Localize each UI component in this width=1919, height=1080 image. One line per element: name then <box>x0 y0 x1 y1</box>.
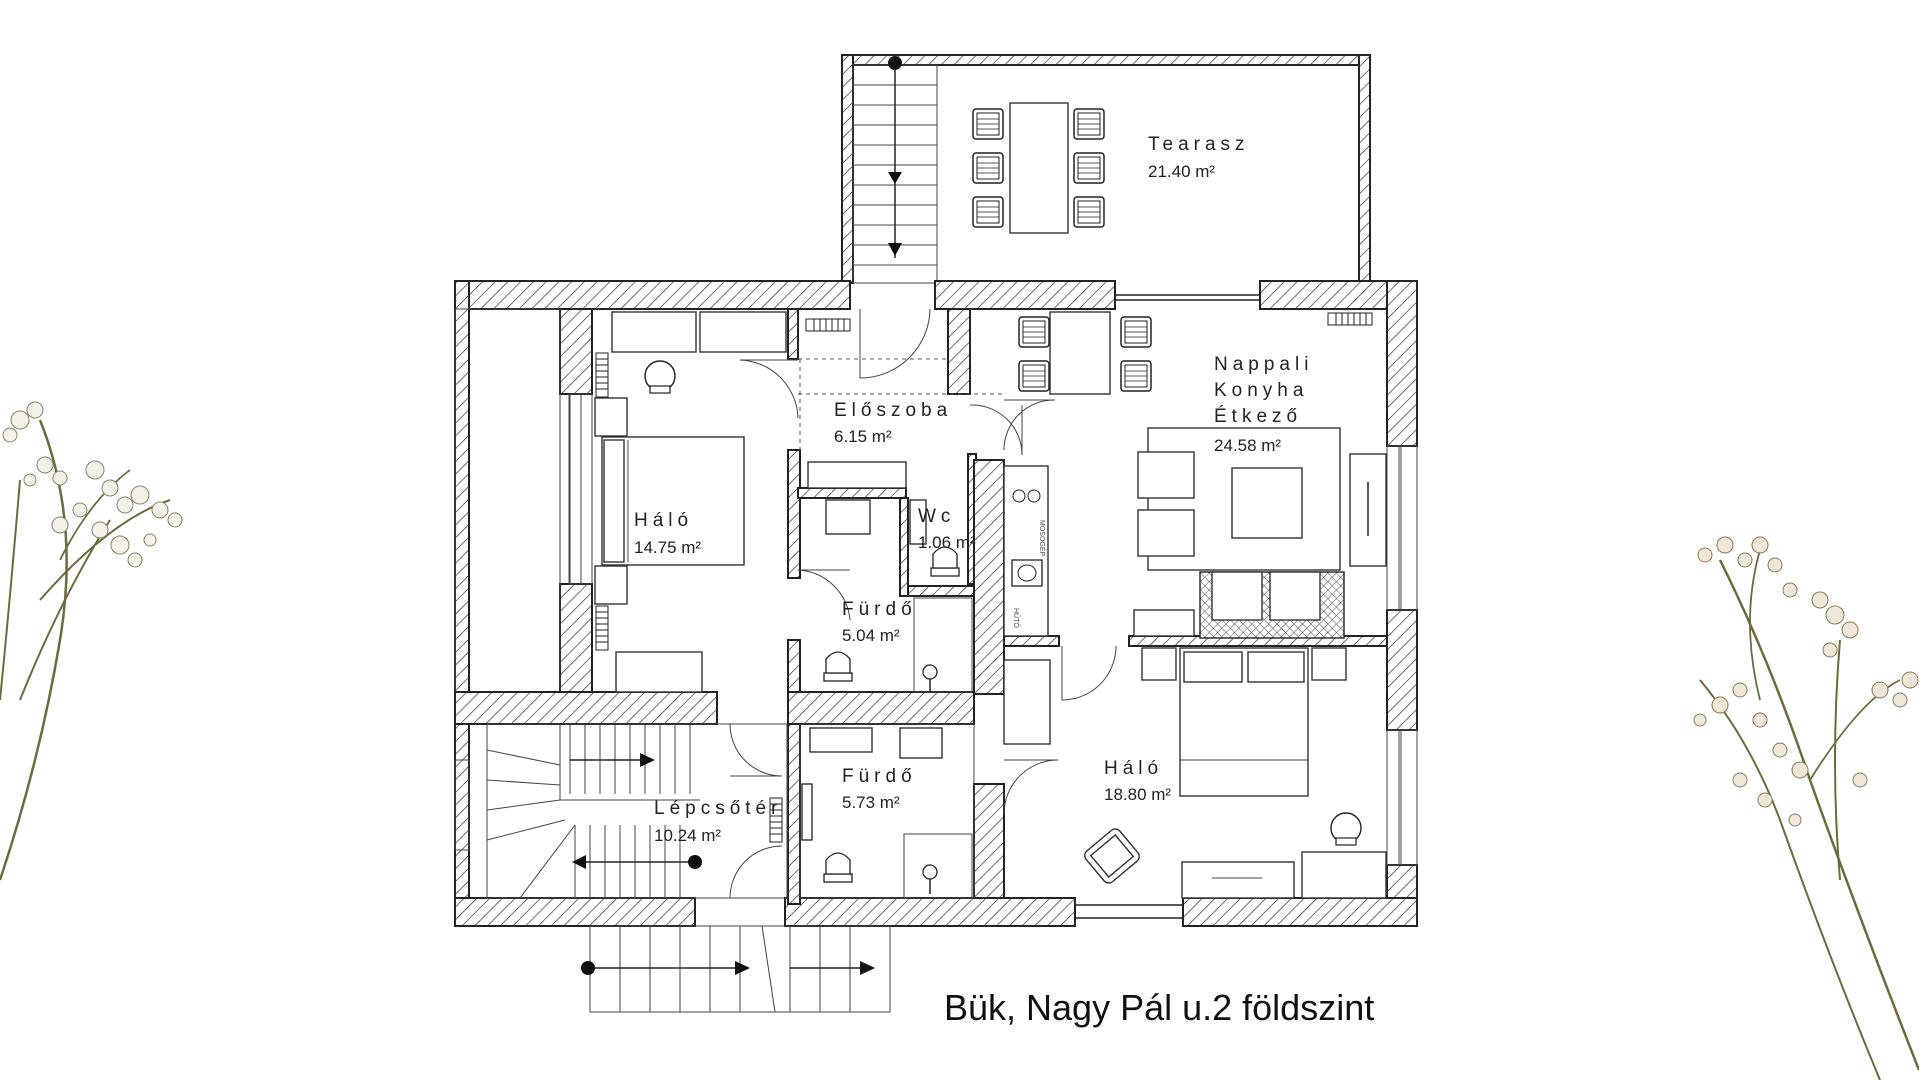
terrace-name: Tearasz <box>1148 134 1250 155</box>
windows <box>454 393 1418 866</box>
interior-walls <box>454 308 1388 905</box>
entrance-stairs <box>581 925 891 1013</box>
bedroom-east-area: 18.80 m² <box>1104 785 1171 804</box>
bath-lower-area: 5.73 m² <box>842 793 900 812</box>
terrace-area: 21.40 m² <box>1148 162 1215 181</box>
flower-left-decoration <box>0 401 183 881</box>
flower-right-decoration <box>1693 536 1919 1080</box>
dishwasher-label: MOSOGÉP <box>1038 520 1047 557</box>
bedroom-east: Háló 18.80 m² <box>1003 647 1387 899</box>
wc-name: Wc <box>918 506 955 527</box>
living-name-1: Nappali <box>1214 354 1313 375</box>
living-name-3: Étkező <box>1214 406 1302 427</box>
bath-upper: Fürdő 5.04 m² <box>823 499 973 693</box>
bath-lower-name: Fürdő <box>842 766 917 787</box>
wc-area: 1.06 m² <box>918 533 976 552</box>
living-name-2: Konyha <box>1214 380 1308 401</box>
terrace: Tearasz 21.40 m² <box>841 54 1371 284</box>
stairwell-name: Lépcsőtér <box>654 798 782 819</box>
exterior-walls <box>454 280 1418 927</box>
bath-lower: Fürdő 5.73 m² <box>801 727 973 899</box>
bedroom-west-area: 14.75 m² <box>634 538 701 557</box>
living-area: 24.58 m² <box>1214 436 1281 455</box>
doors <box>729 308 1117 899</box>
hall-area: 6.15 m² <box>834 427 892 446</box>
wc: Wc 1.06 m² <box>909 499 976 577</box>
terrace-stair <box>852 56 938 284</box>
stairwell-area: 10.24 m² <box>654 826 721 845</box>
bath-upper-area: 5.04 m² <box>842 626 900 645</box>
stairwell: Lépcsőtér 10.24 m² <box>486 723 788 899</box>
living-kitchen-dining: MOSOGÉP HŰTŐ Nappali Konyha Étkező 24.58… <box>1003 311 1387 639</box>
bedroom-east-name: Háló <box>1104 758 1163 779</box>
hall-name: Előszoba <box>834 400 952 421</box>
bedroom-west-name: Háló <box>634 510 693 531</box>
bedroom-west: Háló 14.75 m² <box>594 311 787 693</box>
terrace-dining-set <box>972 102 1105 234</box>
plan-caption: Bük, Nagy Pál u.2 földszint <box>944 987 1374 1028</box>
bath-upper-name: Fürdő <box>842 599 917 620</box>
hall: Előszoba 6.15 m² <box>798 318 1004 489</box>
fridge-label: HŰTŐ <box>1012 608 1021 628</box>
